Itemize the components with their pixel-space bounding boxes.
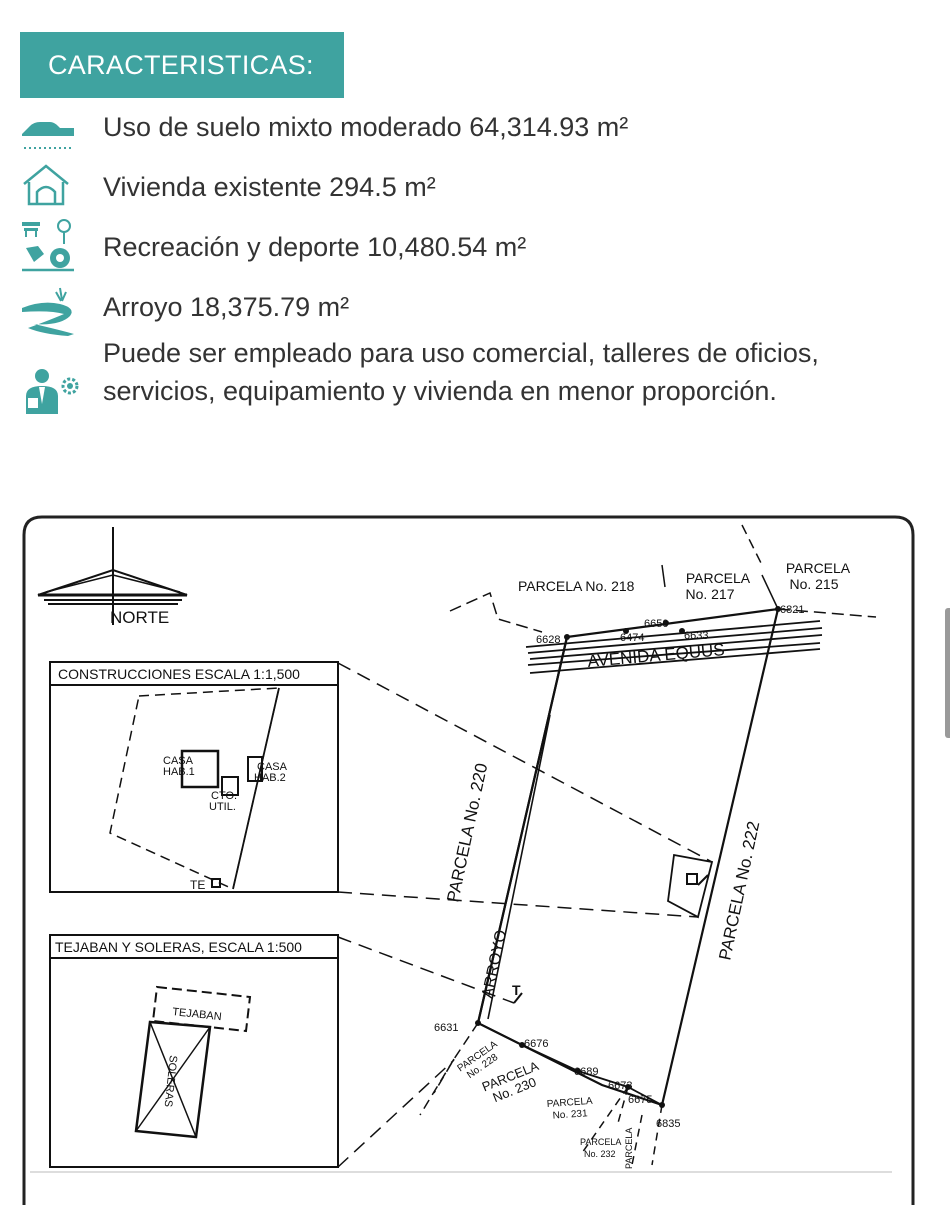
point-6821: 6821	[780, 604, 804, 616]
soleras-label: SOLERAS	[162, 1055, 179, 1108]
north-arrow: NORTE	[37, 527, 188, 627]
point-6675: 6675	[628, 1094, 652, 1106]
svg-text:PARCELANo. 231: PARCELANo. 231	[546, 1096, 594, 1122]
point-6650: 6650	[644, 618, 668, 630]
parcela-215-label: PARCELA	[786, 560, 851, 576]
site-plan: NORTE CONSTRUCCIONES ESCALA 1:1,500 CASA…	[22, 515, 915, 1205]
te-label: TE	[190, 878, 205, 892]
point-6633: 6633	[684, 630, 708, 642]
inset-tejaban: TEJABAN Y SOLERAS, ESCALA 1:500 TEJABAN …	[49, 934, 339, 1168]
point-6835: 6835	[656, 1118, 680, 1130]
main-parcel: T	[476, 607, 780, 1107]
feature-recreation: Recreación y deporte 10,480.54 m²	[20, 218, 920, 276]
point-6673: 6673	[608, 1080, 632, 1092]
feature-text: Vivienda existente 294.5 m²	[103, 172, 436, 202]
parcela-231-label: PARCELA	[546, 1096, 593, 1110]
house-icon	[23, 164, 69, 206]
cto-util-label: CTO.	[211, 790, 237, 802]
parcela-217-label: PARCELA	[686, 570, 751, 586]
feature-text: Puede ser empleado para uso comercial, t…	[103, 338, 819, 406]
parcela-222-label: PARCELA No. 222	[715, 820, 763, 962]
parcela-218-label: PARCELA No. 218	[518, 578, 635, 594]
inset-constructions-title: CONSTRUCCIONES ESCALA 1:1,500	[58, 666, 300, 682]
north-label: NORTE	[110, 608, 169, 627]
casa-hab-1-label: CASA	[163, 755, 194, 767]
business-person-icon	[26, 369, 79, 414]
scrollbar-thumb[interactable]	[945, 608, 950, 738]
recreation-icon	[22, 219, 74, 272]
svg-text:T: T	[512, 982, 521, 998]
parcela-220-label: PARCELA No. 220	[443, 762, 491, 904]
arroyo-label: ARROYO	[479, 928, 510, 999]
casa-hab-2-label: CASA	[257, 761, 288, 773]
parcela-232-label: PARCELA	[580, 1137, 621, 1147]
svg-text:PARCELANo. 217: PARCELANo. 217	[685, 570, 750, 602]
svg-text:PARCELANo. 232: PARCELANo. 232	[580, 1137, 621, 1159]
svg-text:CTO.UTIL.: CTO.UTIL.	[209, 790, 237, 813]
feature-text: Recreación y deporte 10,480.54 m²	[103, 232, 527, 262]
parcela-233-label: PARCELA	[624, 1128, 634, 1169]
feature-stream: Arroyo 18,375.79 m²	[20, 284, 920, 336]
feature-house: Vivienda existente 294.5 m²	[20, 162, 920, 212]
point-6631: 6631	[434, 1022, 458, 1034]
tejaban-label: TEJABAN	[172, 1006, 223, 1023]
feature-text: Arroyo 18,375.79 m²	[103, 292, 350, 322]
land-use-icon	[22, 122, 74, 149]
svg-text:PARCELANo. 215: PARCELANo. 215	[786, 560, 851, 592]
avenue-label: AVENIDA EQUUS	[587, 640, 726, 671]
point-6676: 6676	[524, 1038, 548, 1050]
avenida-equus: AVENIDA EQUUS	[525, 620, 823, 674]
characteristics-header: CARACTERISTICAS:	[20, 32, 344, 98]
feature-text: Uso de suelo mixto moderado 64,314.93 m²	[103, 112, 629, 142]
feature-land-use: Uso de suelo mixto moderado 64,314.93 m²	[20, 108, 920, 158]
inset-tejaban-title: TEJABAN Y SOLERAS, ESCALA 1:500	[55, 939, 302, 955]
point-6628: 6628	[536, 634, 560, 646]
point-6689: 6689	[574, 1066, 598, 1078]
feature-business-use: Puede ser empleado para uso comercial, t…	[20, 334, 920, 454]
point-6474: 6474	[620, 632, 644, 644]
stream-icon	[22, 287, 74, 336]
